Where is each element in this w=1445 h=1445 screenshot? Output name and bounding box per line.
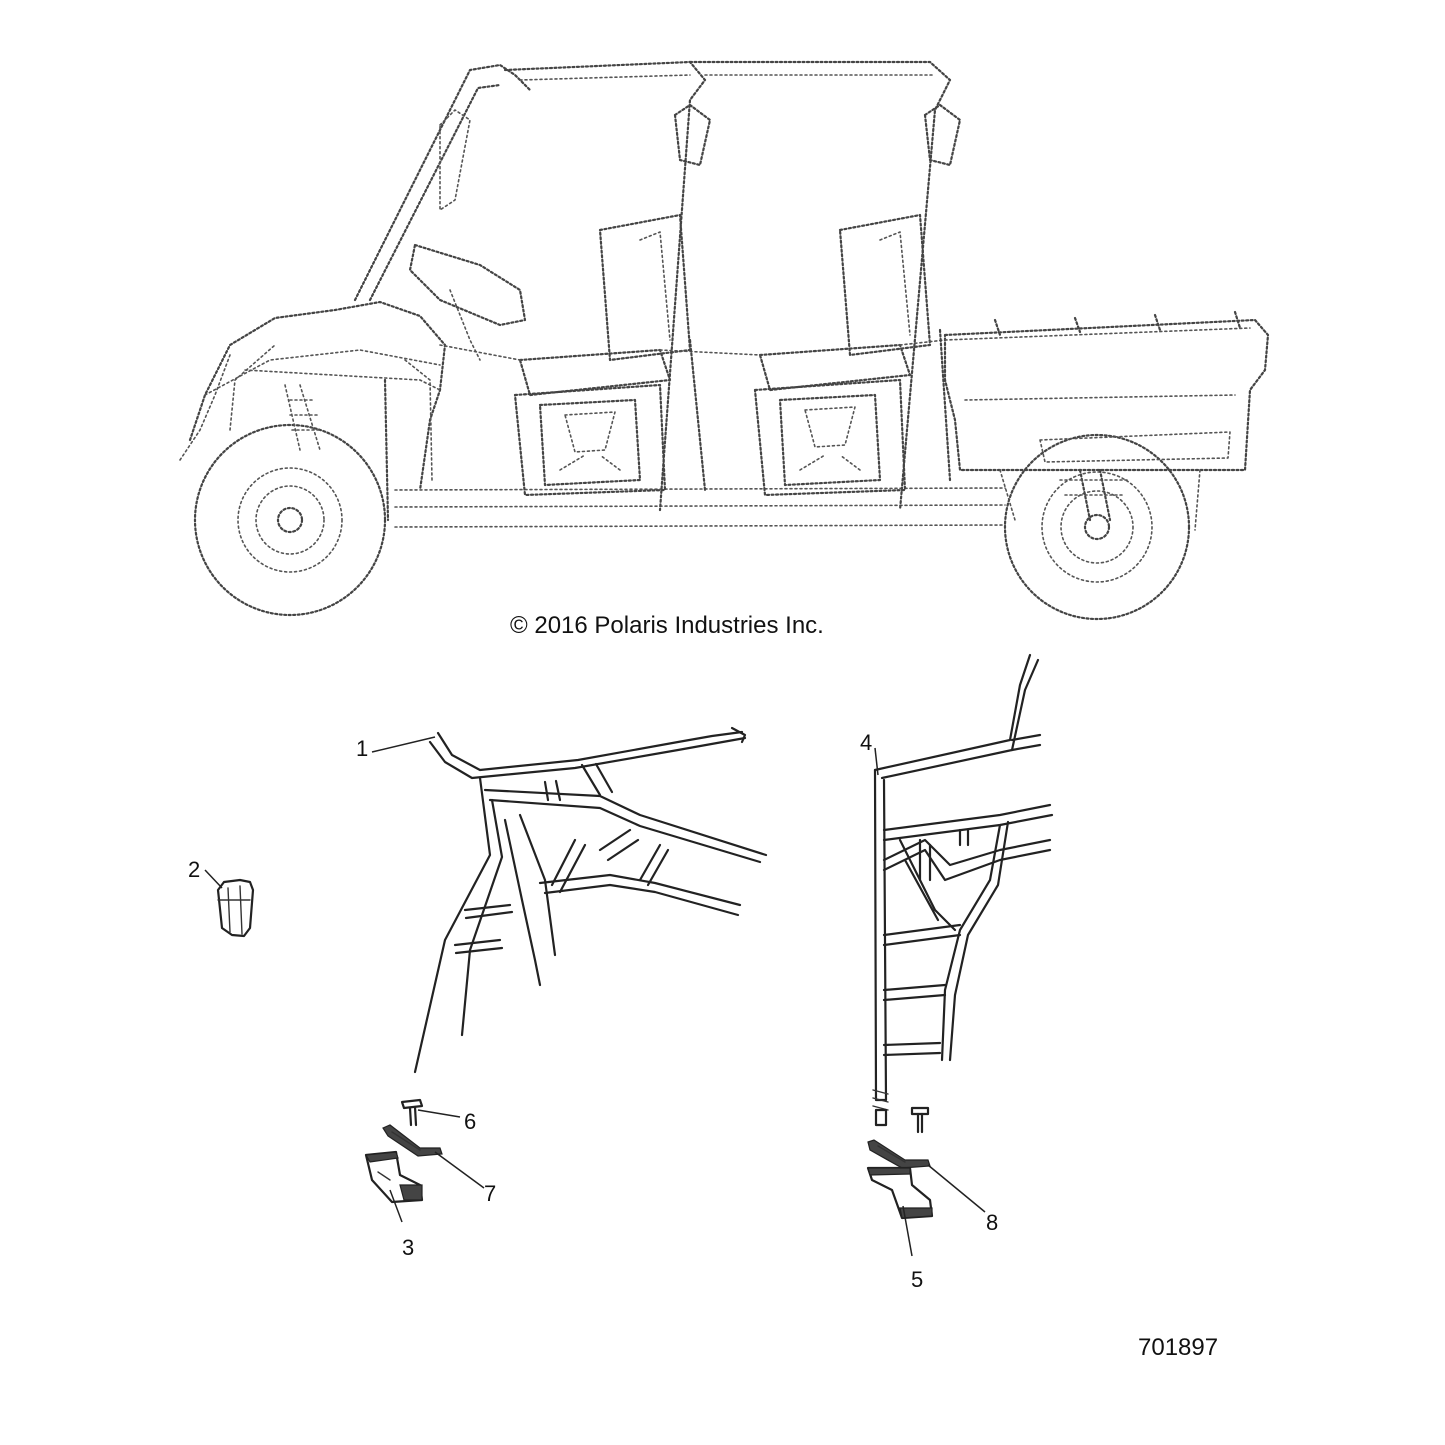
rear-door-frame-icon: [872, 653, 1054, 1127]
front-wheel-icon: [193, 423, 387, 617]
callout-2: 2: [188, 857, 200, 882]
front-door-frame-icon: [413, 726, 768, 1074]
leader-lines: [204, 736, 986, 1257]
copyright-text: © 2016 Polaris Industries Inc.: [510, 612, 824, 639]
diagram-part-number: 701897: [1138, 1334, 1218, 1361]
clip-icon: [216, 878, 255, 938]
front-strap-icon: [382, 1124, 443, 1157]
callout-3: 3: [402, 1235, 414, 1260]
callout-8: 8: [986, 1210, 998, 1235]
callout-4: 4: [860, 730, 872, 755]
callout-7: 7: [484, 1181, 496, 1206]
rivet-icon: [910, 1106, 930, 1134]
callout-6: 6: [464, 1109, 476, 1134]
rivet-icon: [400, 1098, 424, 1127]
callout-1: 1: [356, 736, 368, 761]
rear-wheel-icon: [1003, 433, 1191, 621]
vehicle-illustration: [179, 60, 1270, 621]
rear-strap-icon: [867, 1139, 931, 1169]
rear-latch-bracket-icon: [866, 1166, 934, 1220]
callout-5: 5: [911, 1267, 923, 1292]
front-latch-bracket-icon: [364, 1150, 424, 1204]
